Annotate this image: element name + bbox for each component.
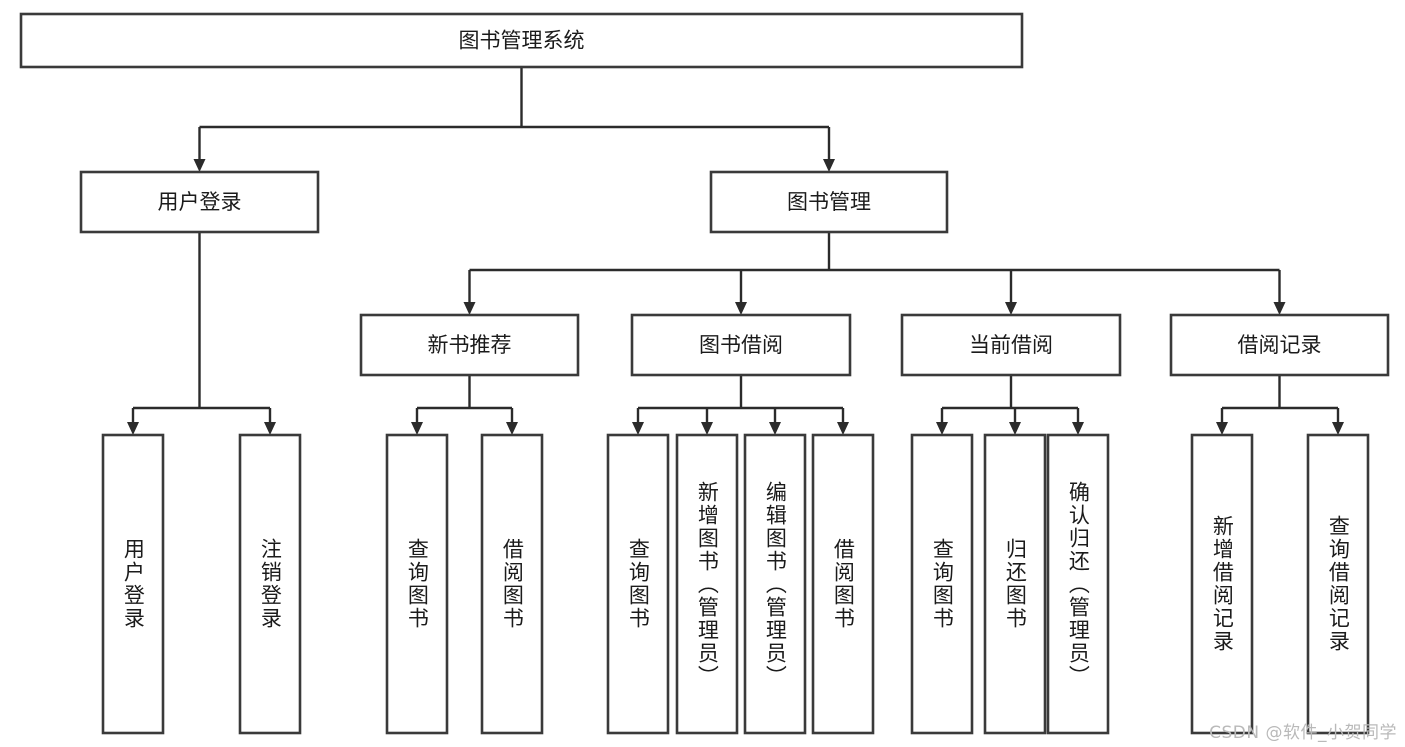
arrow-head-icon [411,422,423,435]
arrow-head-icon [837,422,849,435]
node-leaf-return-book[interactable] [983,433,1047,735]
node-leaf-user-login[interactable] [101,433,165,735]
node-current-borrow[interactable] [900,313,1122,377]
node-root-label: 图书管理系统 [459,29,585,53]
connector-layer [127,67,1344,435]
node-leaf-query-book-2[interactable] [606,433,670,735]
node-borrow-record-label: 借阅记录 [1238,333,1322,357]
arrow-head-icon [463,302,476,315]
node-leaf-edit-book[interactable] [743,433,807,735]
arrow-head-icon [264,422,276,435]
node-book-borrow[interactable] [630,313,852,377]
node-borrow-record[interactable] [1169,313,1390,377]
node-current-borrow-label: 当前借阅 [969,333,1053,357]
node-leaf-confirm-return[interactable] [1046,433,1110,735]
arrow-head-icon [127,422,139,435]
node-leaf-add-record[interactable] [1190,433,1254,735]
arrow-head-icon [823,159,835,172]
node-leaf-add-book[interactable] [675,433,739,735]
arrow-head-icon [769,422,781,435]
arrow-head-icon [506,422,518,435]
node-new-book-rec[interactable] [359,313,580,377]
node-new-book-rec-label: 新书推荐 [428,333,512,357]
arrow-head-icon [701,422,713,435]
watermark-text: CSDN @软件_小贺同学 [1209,723,1397,743]
node-book-manage[interactable] [709,170,949,234]
arrow-head-icon [193,159,206,172]
node-leaf-borrow-book-2[interactable] [811,433,875,735]
arrow-head-icon [936,422,948,435]
arrow-head-icon [1072,422,1084,435]
node-leaf-query-record[interactable] [1306,433,1370,735]
arrow-head-icon [1009,422,1021,435]
node-book-manage-label: 图书管理 [787,190,871,214]
node-leaf-borrow-book-1[interactable] [480,433,544,735]
node-user-login-label: 用户登录 [158,190,242,214]
node-leaf-query-book-1[interactable] [385,433,449,735]
arrow-head-icon [1005,302,1017,315]
arrow-head-icon [1273,302,1286,315]
node-book-borrow-label: 图书借阅 [699,333,783,357]
node-user-login[interactable] [79,170,320,234]
node-root[interactable] [19,12,1024,69]
node-leaf-query-book-3[interactable] [910,433,974,735]
arrow-head-icon [1216,422,1228,435]
arrow-head-icon [735,302,747,315]
arrow-head-icon [632,422,644,435]
node-leaf-logout[interactable] [238,433,302,735]
arrow-head-icon [1332,422,1344,435]
